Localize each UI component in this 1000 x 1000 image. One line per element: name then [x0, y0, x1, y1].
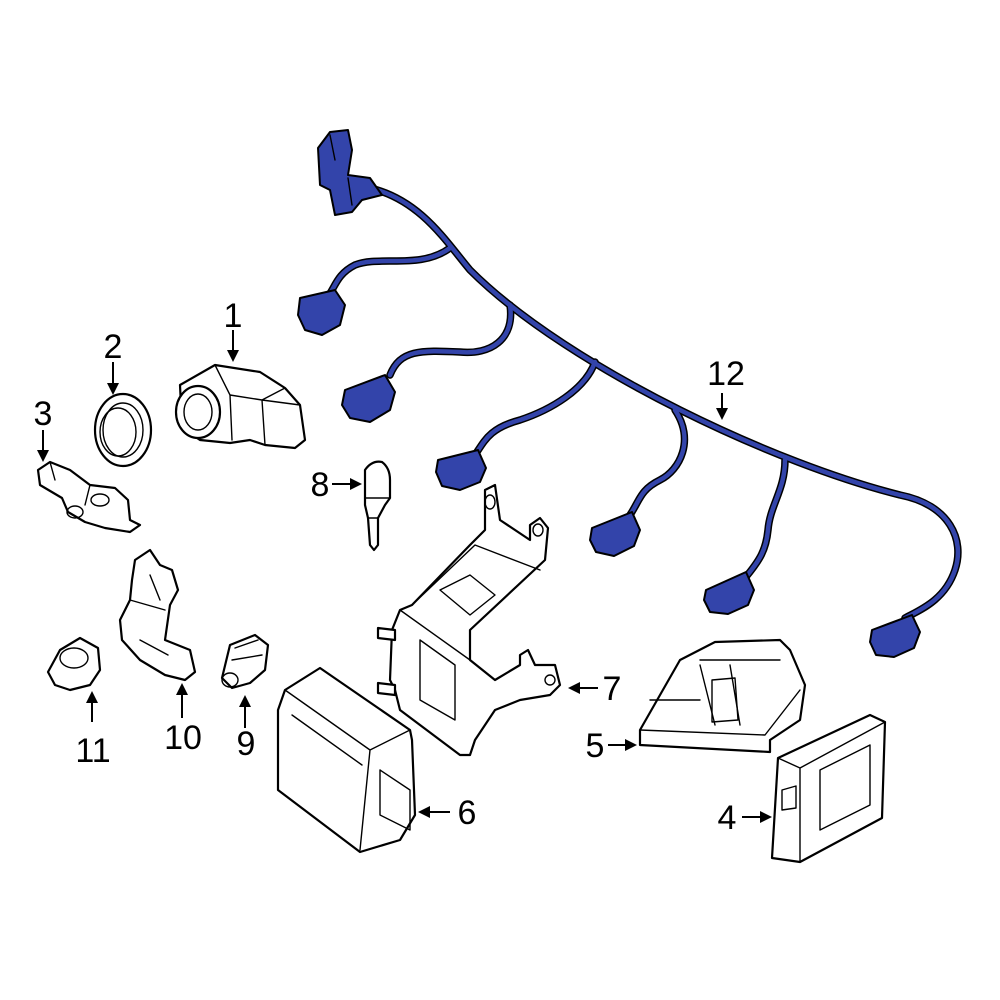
callout-7: 7 [603, 670, 622, 708]
harness-connector-5 [703, 571, 755, 615]
mounting-bracket[interactable] [118, 548, 197, 682]
control-module[interactable] [276, 666, 417, 854]
callout-leaders [37, 330, 772, 823]
harness-connector-4 [589, 511, 641, 557]
control-unit-box[interactable] [770, 713, 887, 864]
callout-9: 9 [237, 725, 256, 763]
callout-4: 4 [718, 799, 737, 837]
callout-11: 11 [75, 732, 110, 770]
callout-10: 10 [164, 719, 202, 757]
harness-connector-3 [435, 449, 487, 491]
parking-sensor[interactable] [174, 363, 307, 450]
callout-2: 2 [104, 328, 123, 366]
callout-1: 1 [224, 297, 243, 335]
proximity-sensor[interactable] [220, 633, 270, 690]
wiring-harness[interactable] [297, 129, 962, 658]
callout-6: 6 [458, 794, 477, 832]
electronic-module[interactable] [638, 638, 807, 754]
temperature-sensor[interactable] [363, 460, 392, 552]
harness-connector-2 [341, 374, 396, 423]
control-unit-bracket[interactable] [376, 483, 562, 757]
harness-connector-1 [297, 289, 346, 336]
sensor-ring[interactable] [93, 392, 153, 468]
callout-5: 5 [586, 727, 605, 765]
mounting-cap[interactable] [46, 636, 102, 692]
harness-connector-6 [869, 614, 921, 658]
callout-12: 12 [707, 355, 745, 393]
callout-3: 3 [34, 395, 53, 433]
callout-8: 8 [311, 466, 330, 504]
harness-main-connector [317, 129, 383, 216]
callout-labels: 1 2 3 4 5 6 7 8 9 10 11 12 [34, 297, 745, 837]
sensor-bracket[interactable] [36, 460, 142, 534]
